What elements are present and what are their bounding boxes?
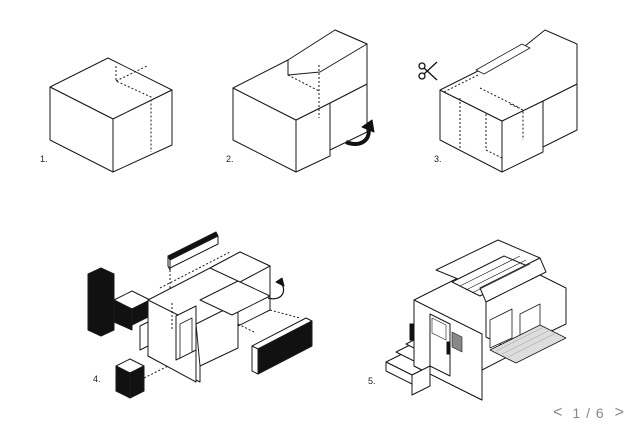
pager: < 1 / 6 > [553, 404, 624, 422]
scissors-icon [418, 61, 438, 81]
dark-volume-left [87, 267, 151, 337]
step-3-cut-block [418, 29, 578, 173]
step-label-1: 1. [40, 154, 48, 164]
next-button[interactable]: > [614, 404, 624, 421]
dark-cube [115, 358, 145, 399]
prev-button[interactable]: < [553, 404, 563, 421]
rotate-arrow-icon-step4 [267, 277, 285, 300]
step-4-exploded [87, 231, 313, 399]
step-label-4: 4. [93, 374, 101, 384]
step-label-2: 2. [226, 154, 234, 164]
step-1-box [49, 57, 173, 173]
rotate-arrow-icon [345, 119, 375, 146]
hatched-deck [489, 324, 567, 364]
dark-plank-top [167, 231, 219, 271]
step-label-5: 5. [368, 376, 376, 386]
step-label-3: 3. [434, 154, 442, 164]
step-5-assembled [385, 239, 567, 401]
page-counter: 1 / 6 [572, 405, 605, 421]
step-2-l-block [232, 29, 375, 173]
dark-plank-right [251, 317, 313, 375]
